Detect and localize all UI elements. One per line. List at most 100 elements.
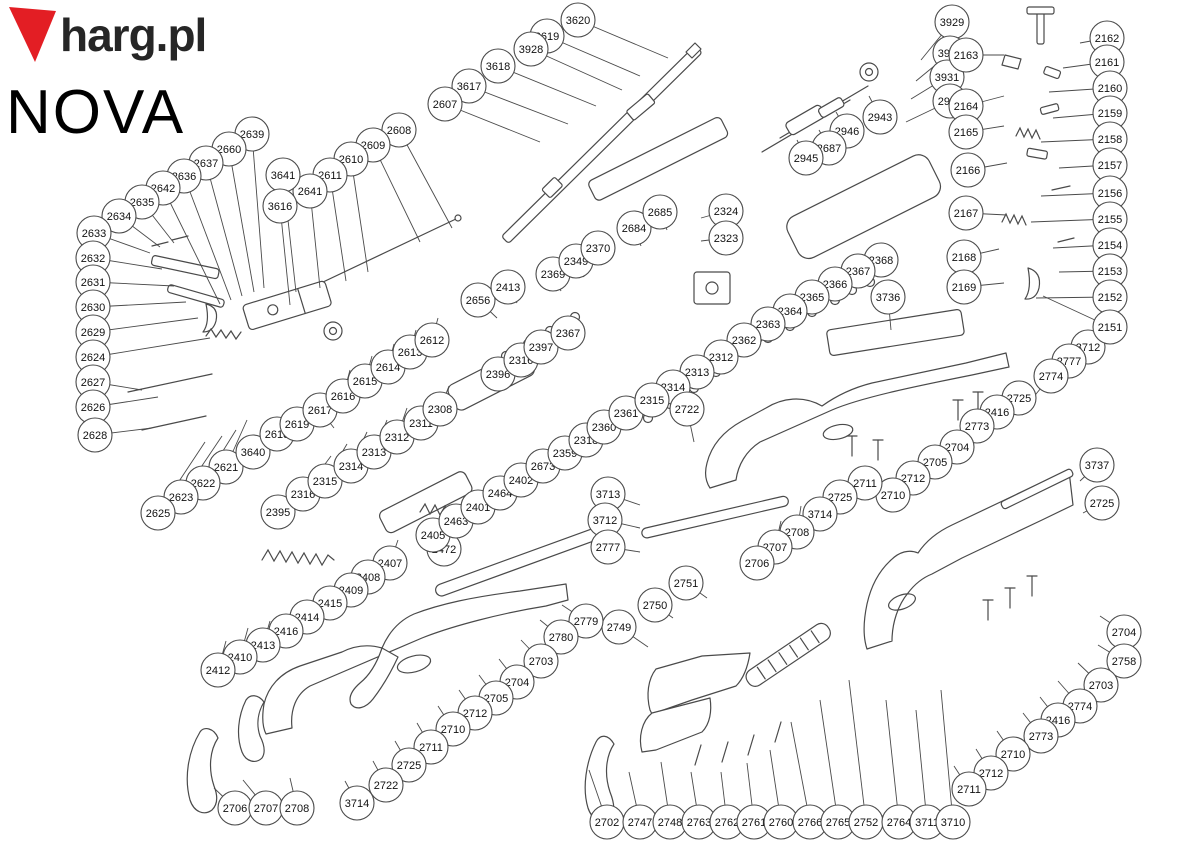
callout-circle: [543, 619, 579, 655]
callout-circle: [1083, 667, 1119, 703]
part-callout-2413: 2413: [490, 269, 526, 305]
part-callout-2708: 2708: [279, 790, 315, 826]
part-callout-3737: 3737: [1079, 447, 1115, 483]
part-number: 3620: [566, 15, 590, 27]
callout-circle: [1033, 358, 1069, 394]
callout-circle: [490, 269, 526, 305]
part-callout-2766: 2766: [792, 804, 828, 840]
callout-circle: [590, 529, 626, 565]
part-callout-3640: 3640: [235, 434, 271, 470]
part-number: 2748: [658, 817, 682, 829]
part-number: 2627: [81, 377, 105, 389]
callout-circle: [77, 417, 113, 453]
leader-line: [940, 689, 954, 823]
part-number: 2368: [869, 255, 893, 267]
part-number: 2623: [169, 492, 193, 504]
part-number: 2635: [130, 197, 154, 209]
breech-block-drawing: [242, 280, 332, 331]
callout-circle: [935, 804, 971, 840]
callout-circle: [616, 210, 652, 246]
part-callout-2625: 2625: [140, 495, 176, 531]
bottom-stock-drawing: [639, 652, 751, 753]
part-number: 2316: [509, 355, 533, 367]
part-callout-2750: 2750: [637, 587, 673, 623]
part-number: 2365: [800, 292, 824, 304]
part-number: 2705: [923, 457, 947, 469]
part-number: 2710: [881, 490, 905, 502]
part-number: 2397: [529, 342, 553, 354]
part-number: 2621: [214, 462, 238, 474]
part-number: 2364: [778, 306, 802, 318]
part-callout-2627: 2627: [75, 364, 111, 400]
part-callout-2711: 2711: [951, 771, 987, 807]
part-number: 3737: [1085, 460, 1109, 472]
part-callout-2161: 2161: [1089, 44, 1125, 80]
part-number: 2151: [1098, 322, 1122, 334]
callout-circle: [235, 434, 271, 470]
part-callout-2774: 2774: [1033, 358, 1069, 394]
fluted-cylinder-drawing: [745, 622, 831, 687]
callout-circle: [642, 194, 678, 230]
part-number: 2710: [1001, 749, 1025, 761]
part-number: 3929: [940, 17, 964, 29]
part-callout-2163: 2163: [948, 37, 984, 73]
part-callout-2629: 2629: [75, 314, 111, 350]
part-callout-2167: 2167: [948, 195, 984, 231]
part-number: 2163: [954, 50, 978, 62]
part-number: 2153: [1098, 266, 1122, 278]
callout-circle: [391, 747, 427, 783]
part-number: 2766: [798, 817, 822, 829]
mainspring-drawing: [261, 548, 335, 567]
part-number: 2712: [901, 473, 925, 485]
callout-layer: 3620361939283618361726072608260926102611…: [75, 2, 1142, 840]
part-callout-2722: 2722: [669, 391, 705, 427]
part-number: 2463: [444, 516, 468, 528]
part-number: 2166: [956, 165, 980, 177]
part-callout-3710: 3710: [935, 804, 971, 840]
part-number: 2349: [564, 256, 588, 268]
part-number: 2412: [206, 665, 230, 677]
part-callout-2945: 2945: [788, 140, 824, 176]
callout-circle: [451, 68, 487, 104]
part-number: 2722: [374, 780, 398, 792]
part-number: 2169: [952, 282, 976, 294]
screw-drawings-right: [846, 391, 984, 461]
shroud-tube-drawing: [588, 117, 729, 201]
part-number: 2324: [714, 206, 738, 218]
leader-line: [92, 317, 199, 333]
part-callout-2706: 2706: [739, 545, 775, 581]
part-callout-2748: 2748: [652, 804, 688, 840]
part-callout-2641: 2641: [292, 173, 328, 209]
part-callout-2324: 2324: [708, 193, 744, 229]
left-stock-drawing: [262, 583, 569, 735]
part-number: 2777: [596, 542, 620, 554]
part-number: 3736: [876, 292, 900, 304]
part-number: 2619: [285, 419, 309, 431]
part-number: 2633: [82, 228, 106, 240]
part-callout-2710: 2710: [875, 477, 911, 513]
callout-circle: [140, 495, 176, 531]
part-number: 3640: [241, 447, 265, 459]
part-number: 2712: [979, 768, 1003, 780]
part-callout-2758: 2758: [1106, 643, 1142, 679]
leader-line: [885, 699, 900, 823]
part-number: 2158: [1098, 134, 1122, 146]
part-callout-2612: 2612: [414, 322, 450, 358]
callout-circle: [1023, 718, 1059, 754]
part-number: 2626: [81, 402, 105, 414]
part-callout-2153: 2153: [1092, 253, 1128, 289]
callout-circle: [200, 652, 236, 688]
part-callout-3641: 3641: [265, 157, 301, 193]
leader-line: [819, 699, 839, 823]
part-number: 2609: [361, 140, 385, 152]
part-number: 2611: [318, 170, 342, 182]
part-callout-2162: 2162: [1089, 20, 1125, 56]
part-callout-2725: 2725: [391, 747, 427, 783]
part-number: 2155: [1098, 214, 1122, 226]
part-callout-2761: 2761: [736, 804, 772, 840]
part-callout-2367: 2367: [550, 315, 586, 351]
part-number: 2414: [295, 612, 319, 624]
part-number: 2641: [298, 186, 322, 198]
callout-circle: [870, 279, 906, 315]
part-number: 2685: [648, 207, 672, 219]
